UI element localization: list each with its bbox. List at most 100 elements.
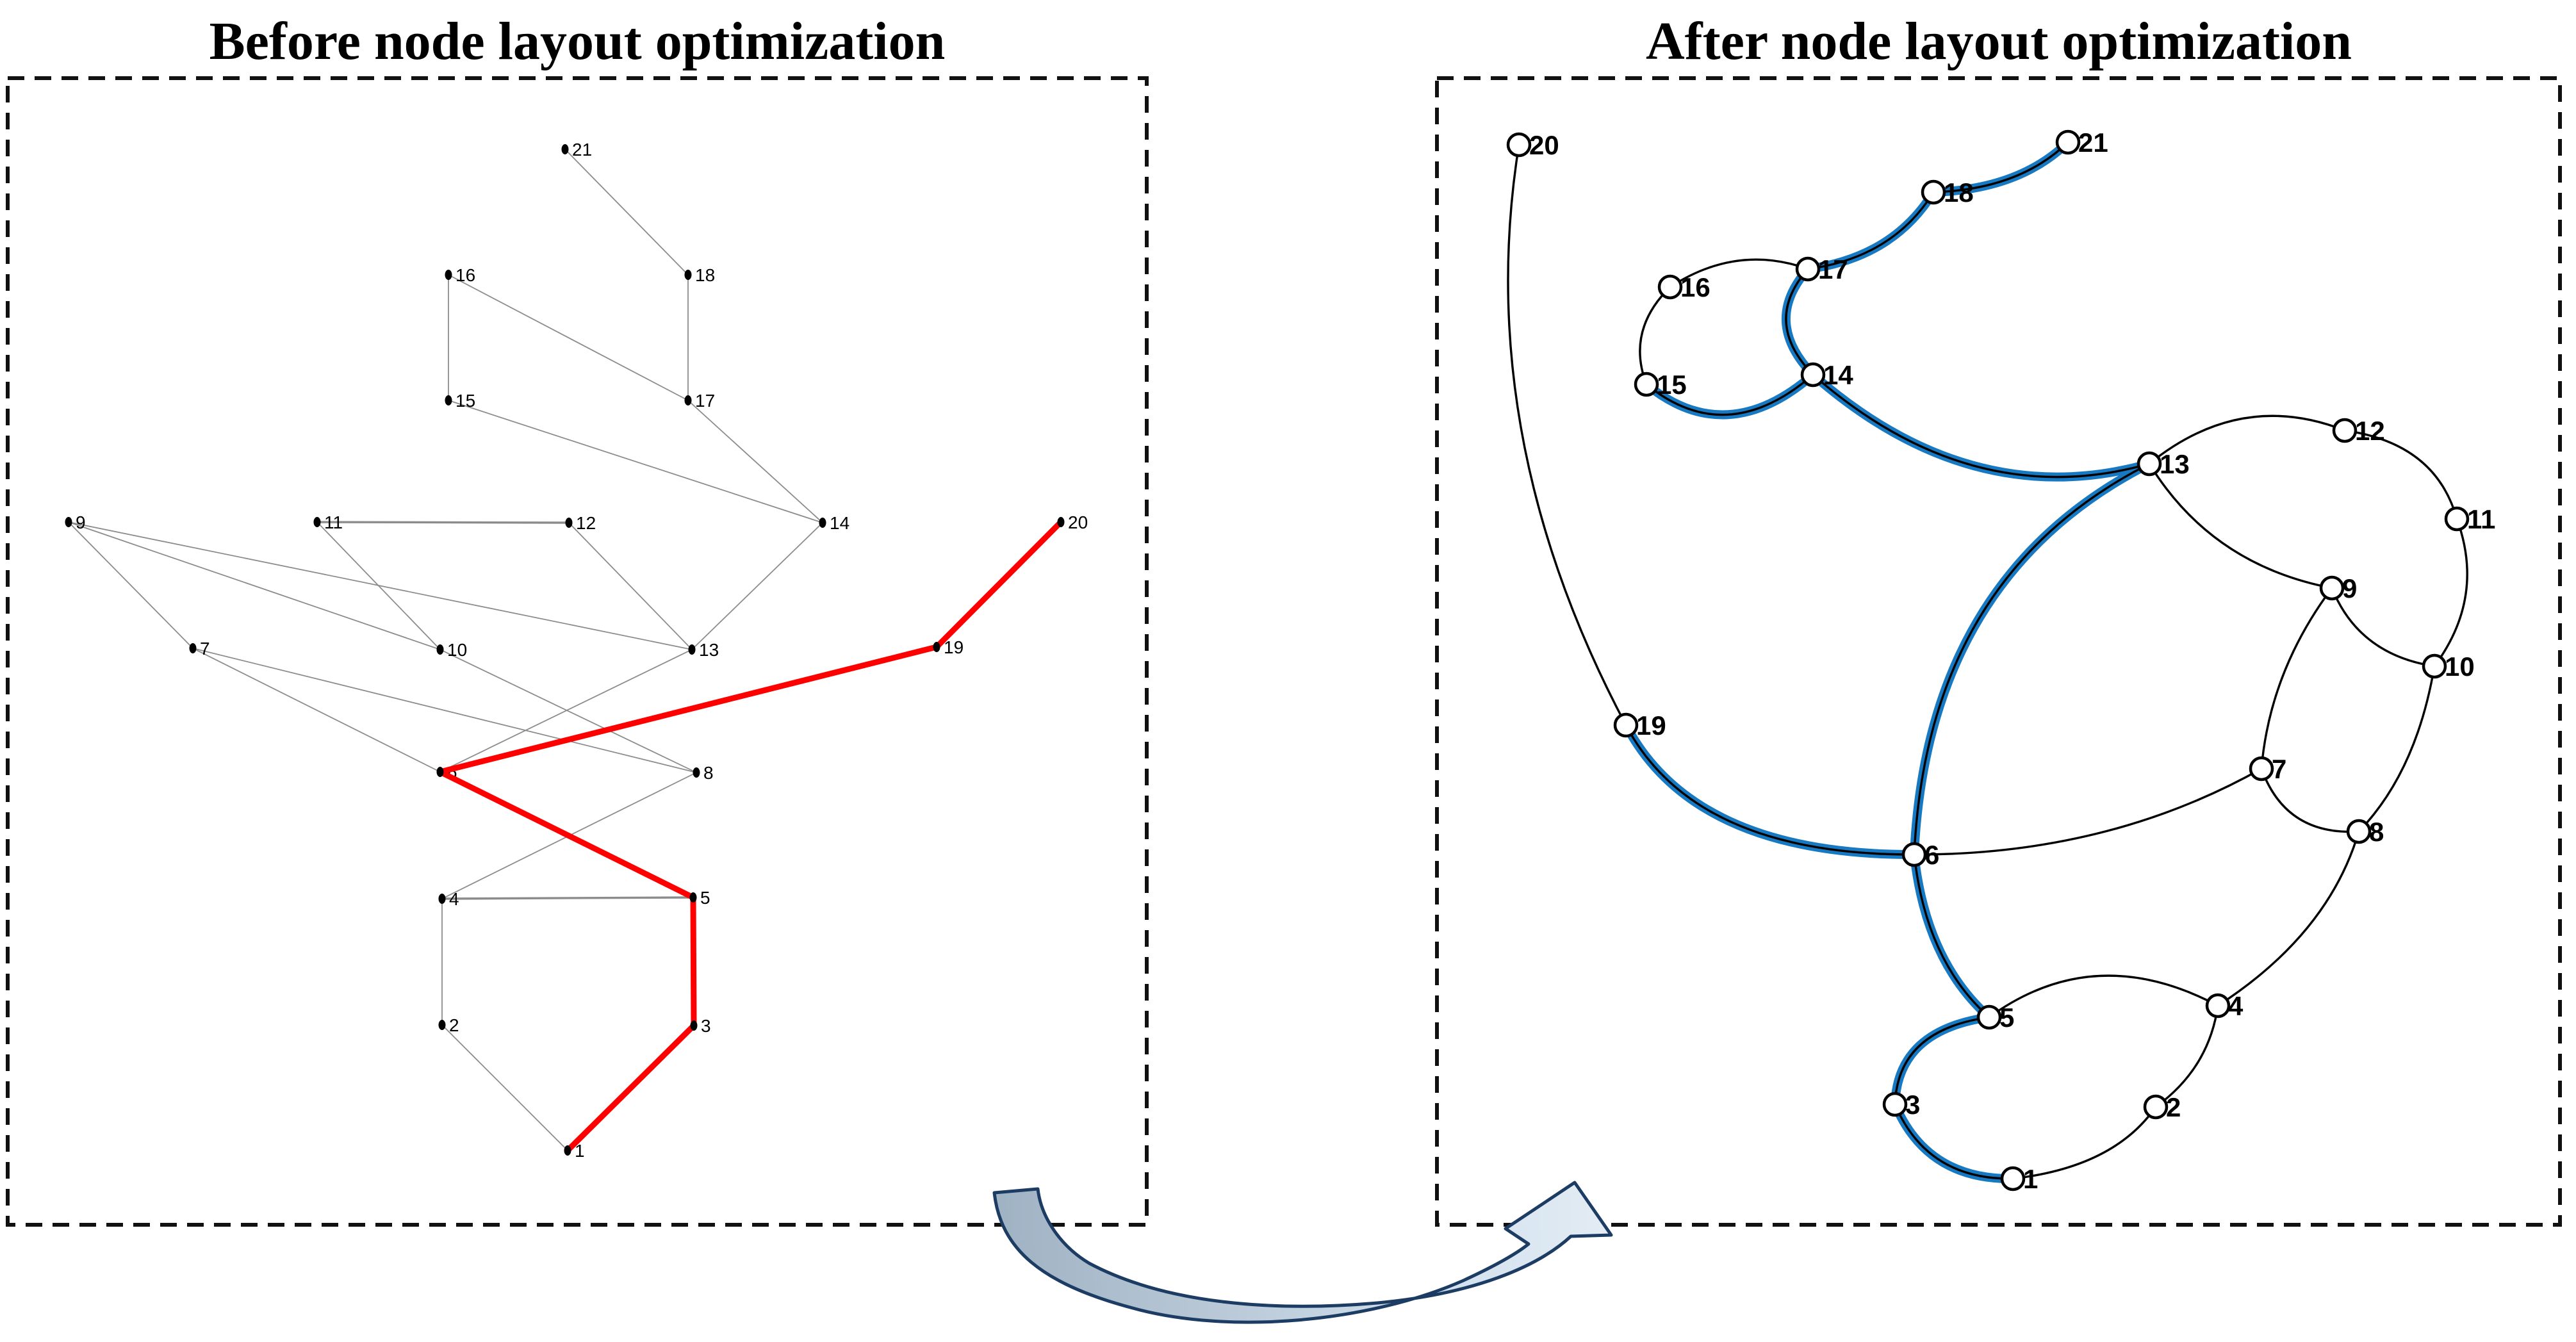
after-node-10 xyxy=(2422,653,2447,679)
after-edge-4-5 xyxy=(1988,974,2219,1019)
before-node-17 xyxy=(684,395,692,405)
after-node-label-19: 19 xyxy=(1636,710,1666,741)
after-highlight-edge-5-6 xyxy=(1910,850,1994,1022)
before-node-label-15: 15 xyxy=(455,391,475,411)
before-edge-6-13 xyxy=(439,649,693,773)
after-node-15 xyxy=(1634,372,1659,397)
after-node-14 xyxy=(1800,362,1826,388)
before-edge-16-17 xyxy=(448,274,689,401)
before-node-12 xyxy=(565,518,573,528)
after-edge-6-7 xyxy=(1913,767,2263,856)
after-node-11 xyxy=(2444,506,2470,532)
after-edge-10-11 xyxy=(2433,518,2468,667)
after-node-21 xyxy=(2055,129,2081,155)
before-node-9 xyxy=(65,517,72,527)
before-node-2 xyxy=(438,1020,446,1030)
before-edge-18-21 xyxy=(564,149,689,275)
after-highlight-edge-13-14 xyxy=(1809,370,2154,482)
title-before: Before node layout optimization xyxy=(209,12,946,71)
after-node-label-2: 2 xyxy=(2166,1092,2181,1122)
after-edge-5-6 xyxy=(1913,853,1990,1019)
after-edge-11-12 xyxy=(2343,429,2458,520)
transform-arrow xyxy=(992,1181,1613,1324)
before-node-label-20: 20 xyxy=(1068,512,1088,532)
before-edge-7-8 xyxy=(192,648,697,773)
before-panel-border xyxy=(6,76,1149,1227)
before-highlight-edge-3-5 xyxy=(690,894,697,1029)
after-edge-1-3 xyxy=(1894,1103,2014,1180)
after-edge-8-10 xyxy=(2358,665,2436,833)
before-node-label-14: 14 xyxy=(830,513,849,533)
after-node-label-6: 6 xyxy=(1924,840,1939,870)
after-edge-9-10 xyxy=(2331,587,2436,667)
before-node-3 xyxy=(690,1020,698,1031)
before-edge-12-13 xyxy=(568,522,693,650)
before-highlight-edge-19-20 xyxy=(933,519,1064,650)
before-highlight-edge-5-6 xyxy=(437,769,696,901)
title-after: After node layout optimization xyxy=(1646,12,2352,71)
after-panel-border xyxy=(1435,76,2562,1227)
before-node-10 xyxy=(436,644,444,655)
after-edge-3-5 xyxy=(1894,1016,1990,1106)
after-node-label-14: 14 xyxy=(1823,360,1853,390)
before-edge-6-7 xyxy=(192,648,441,773)
after-node-label-21: 21 xyxy=(2078,127,2108,158)
before-node-8 xyxy=(693,767,700,778)
after-node-4 xyxy=(2205,993,2231,1019)
after-edge-16-17 xyxy=(1669,258,1809,288)
before-node-16 xyxy=(445,270,452,280)
before-node-11 xyxy=(313,517,321,527)
after-node-6 xyxy=(1901,842,1927,867)
before-node-7 xyxy=(189,643,197,653)
after-node-label-1: 1 xyxy=(2023,1164,2038,1194)
after-node-label-17: 17 xyxy=(1818,254,1848,284)
before-edge-13-14 xyxy=(691,522,823,650)
before-node-label-7: 7 xyxy=(200,639,210,659)
before-node-label-17: 17 xyxy=(695,391,715,411)
after-edge-1-2 xyxy=(2012,1106,2157,1180)
before-edge-1-2 xyxy=(441,1024,568,1151)
after-edge-14-17 xyxy=(1785,268,1814,376)
before-node-label-1: 1 xyxy=(575,1141,585,1161)
after-edge-6-13 xyxy=(1913,462,2151,856)
after-node-label-13: 13 xyxy=(2160,449,2190,479)
after-edge-14-15 xyxy=(1645,373,1814,416)
before-node-label-9: 9 xyxy=(76,512,86,532)
after-node-label-5: 5 xyxy=(1999,1002,2014,1033)
after-edge-15-16 xyxy=(1639,286,1671,386)
after-edge-7-9 xyxy=(2260,587,2333,770)
before-node-label-10: 10 xyxy=(447,640,467,660)
before-edge-10-11 xyxy=(316,521,441,650)
before-highlight-edge-6-19 xyxy=(437,644,940,775)
before-node-label-2: 2 xyxy=(449,1015,459,1035)
after-edge-12-13 xyxy=(2148,414,2346,465)
before-node-18 xyxy=(684,270,692,280)
before-edge-14-17 xyxy=(687,400,823,523)
before-node-1 xyxy=(564,1145,571,1156)
before-node-20 xyxy=(1057,517,1065,527)
before-node-6 xyxy=(436,767,444,777)
before-node-label-18: 18 xyxy=(695,265,715,285)
after-node-3 xyxy=(1882,1092,1908,1117)
before-node-label-16: 16 xyxy=(455,265,475,285)
after-node-18 xyxy=(1921,179,1946,205)
before-node-label-8: 8 xyxy=(703,763,714,783)
before-edge-9-13 xyxy=(68,521,693,650)
before-edge-14-15 xyxy=(448,400,823,523)
before-edge-8-10 xyxy=(439,649,697,773)
after-node-label-18: 18 xyxy=(1944,177,1974,208)
after-node-16 xyxy=(1657,274,1683,300)
after-edge-6-19 xyxy=(1625,724,1916,856)
before-node-label-21: 21 xyxy=(572,140,592,160)
before-node-4 xyxy=(438,894,446,904)
before-edge-11-12 xyxy=(316,521,570,524)
before-node-13 xyxy=(688,644,696,655)
after-node-label-10: 10 xyxy=(2445,651,2475,682)
before-node-15 xyxy=(445,395,452,405)
after-node-label-4: 4 xyxy=(2228,991,2244,1021)
after-node-5 xyxy=(1976,1004,2002,1030)
before-node-label-13: 13 xyxy=(699,640,719,660)
after-edge-2-4 xyxy=(2154,1004,2219,1108)
